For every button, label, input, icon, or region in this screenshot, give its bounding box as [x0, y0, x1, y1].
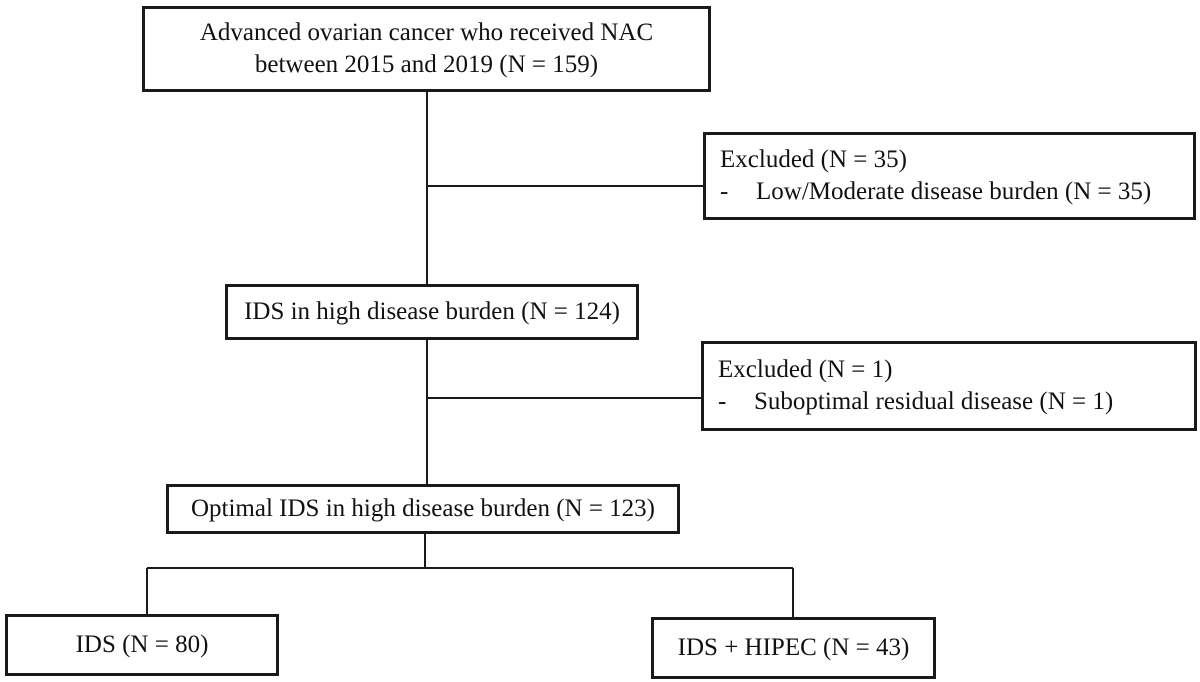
exclusion-box-2: Excluded (N = 1) - Suboptimal residual d…: [701, 341, 1197, 431]
optimal-ids-box: Optimal IDS in high disease burden (N = …: [166, 484, 680, 534]
ids-hipec-arm-box: IDS + HIPEC (N = 43): [651, 617, 936, 679]
exclusion-1-item-row: - Low/Moderate disease burden (N = 35): [720, 176, 1193, 209]
ids-arm-box: IDS (N = 80): [5, 614, 279, 676]
exclusion-1-title: Excluded (N = 35): [720, 145, 907, 173]
exclusion-2-item: Suboptimal residual disease (N = 1): [754, 388, 1114, 415]
optimal-ids-label: Optimal IDS in high disease burden (N = …: [190, 494, 656, 522]
start-box: Advanced ovarian cancer who received NAC…: [142, 6, 711, 92]
start-line-2: between 2015 and 2019 (N = 159): [254, 51, 599, 78]
exclusion-1-bullet: -: [720, 178, 729, 205]
exclusion-box-1: Excluded (N = 35) - Low/Moderate disease…: [703, 132, 1196, 220]
start-line-1: Advanced ovarian cancer who received NAC: [199, 18, 654, 46]
exclusion-2-item-row: - Suboptimal residual disease (N = 1): [718, 386, 1194, 419]
ids-hipec-arm-label: IDS + HIPEC (N = 43): [677, 633, 910, 661]
exclusion-2-title: Excluded (N = 1): [718, 355, 893, 383]
ids-high-burden-box: IDS in high disease burden (N = 124): [225, 284, 639, 340]
ids-arm-label: IDS (N = 80): [75, 630, 209, 658]
ids-high-burden-label: IDS in high disease burden (N = 124): [244, 297, 620, 325]
exclusion-2-bullet: -: [718, 388, 727, 415]
exclusion-1-item: Low/Moderate disease burden (N = 35): [756, 178, 1152, 205]
